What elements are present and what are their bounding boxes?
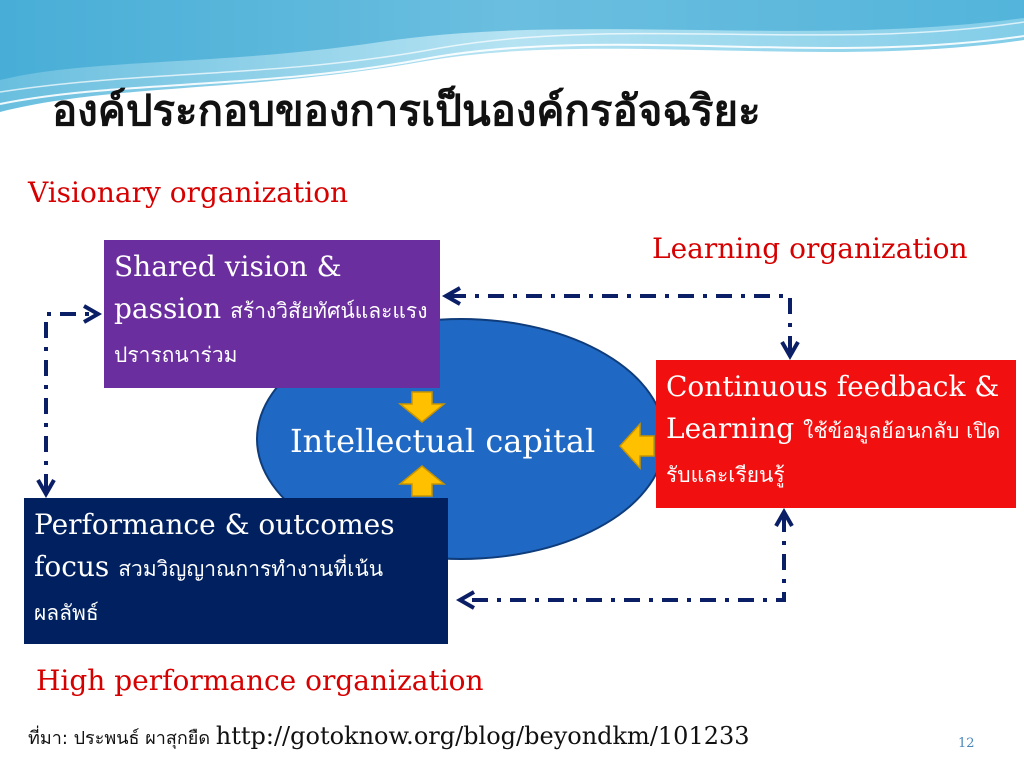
source-citation: ที่มา: ประพนธ์ ผาสุกยืด http://gotoknow.… bbox=[28, 722, 750, 752]
bottom-performance-connector bbox=[462, 516, 786, 602]
left-vision-connector bbox=[44, 312, 96, 490]
intellectual-capital-text: Intellectual capital bbox=[290, 422, 596, 460]
top-connector-arrowhead-down bbox=[780, 341, 800, 361]
left-connector-arrowhead-down bbox=[36, 479, 56, 499]
shared-vision-en: Shared vision & passion bbox=[114, 250, 342, 325]
top-connector-arrowhead-left bbox=[441, 286, 461, 306]
slide-title: องค์ประกอบของการเป็นองค์กรอัจฉริยะ bbox=[52, 86, 761, 135]
arrow-left-from-feedback bbox=[618, 422, 655, 470]
page-number: 12 bbox=[958, 736, 975, 751]
bottom-connector-arrowhead-up bbox=[774, 507, 794, 527]
left-connector-arrowhead-right bbox=[83, 304, 103, 324]
arrow-down-from-vision bbox=[397, 391, 447, 423]
performance-outcomes-box: Performance & outcomes focus สวมวิญญาณกา… bbox=[24, 498, 448, 644]
top-feedback-connector bbox=[448, 294, 792, 352]
high-performance-organization-label: High performance organization bbox=[36, 664, 484, 697]
continuous-feedback-th: ใช้ข้อมูลย้อนกลับ เปิดรับและเรียนรู้ bbox=[666, 419, 1001, 487]
source-url: http://gotoknow.org/blog/beyondkm/101233 bbox=[215, 722, 750, 750]
learning-organization-label: Learning organization bbox=[652, 232, 968, 265]
performance-outcomes-en: Performance & outcomes focus bbox=[34, 508, 395, 583]
performance-outcomes-th: สวมวิญญาณการทำงานที่เน้นผลลัพธ์ bbox=[34, 557, 384, 625]
continuous-feedback-en: Continuous feedback & Learning bbox=[666, 370, 1000, 445]
bottom-connector-arrowhead-left bbox=[455, 590, 475, 610]
shared-vision-box: Shared vision & passion สร้างวิสัยทัศน์แ… bbox=[104, 240, 440, 388]
arrow-up-from-performance bbox=[397, 465, 447, 497]
header-wave-decoration bbox=[0, 0, 1024, 112]
visionary-organization-label: Visionary organization bbox=[28, 176, 349, 209]
shared-vision-th: สร้างวิสัยทัศน์และแรงปรารถนาร่วม bbox=[114, 299, 428, 367]
continuous-feedback-box: Continuous feedback & Learning ใช้ข้อมูล… bbox=[656, 360, 1016, 508]
source-author: ที่มา: ประพนธ์ ผาสุกยืด bbox=[28, 728, 216, 749]
